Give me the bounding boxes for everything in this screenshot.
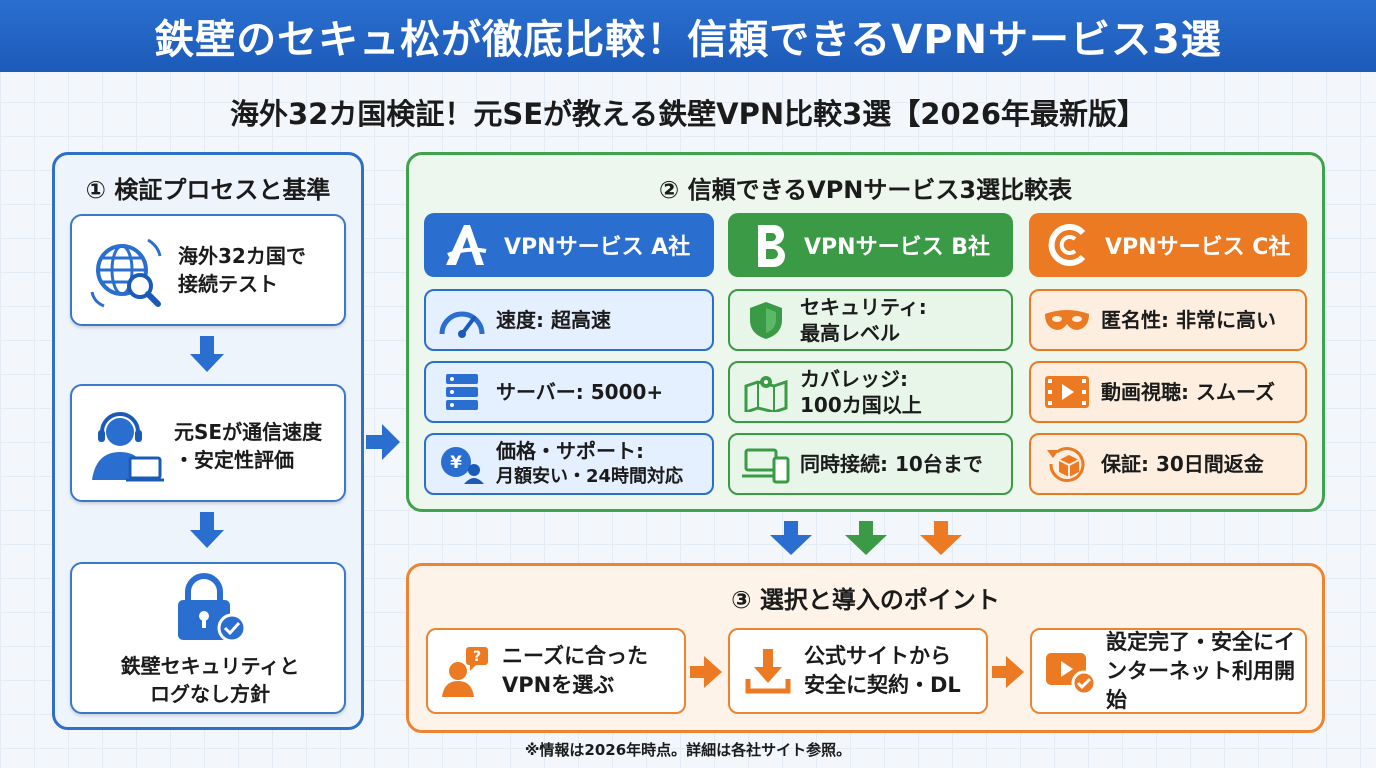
- point-step-contract: 公式サイトから 安全に契約・DL: [728, 628, 988, 714]
- service-b-feature-security: セキュリティ: 最高レベル: [728, 289, 1013, 351]
- devices-icon: [742, 448, 790, 484]
- process-step-line1: 元SEが通信速度: [174, 420, 323, 444]
- server-rack-icon: [446, 374, 478, 410]
- feature-line2: 100カ国以上: [800, 393, 922, 417]
- process-step-security-policy: 鉄壁セキュリティと ログなし方針: [70, 562, 346, 714]
- down-arrow-icon: [190, 336, 224, 376]
- process-step-connection-test: 海外32カ国で 接続テスト: [70, 214, 346, 326]
- process-step-line1: 鉄壁セキュリティと: [120, 654, 300, 678]
- service-a-feature-speed: 速度: 超高速: [424, 289, 714, 351]
- feature-line1: 同時接続: 10台まで: [800, 452, 983, 476]
- point-step-choose: ? ニーズに合った VPNを選ぶ: [426, 628, 686, 714]
- point-step-line2: VPNを選ぶ: [502, 673, 615, 697]
- points-panel-title: ③ 選択と導入のポイント: [731, 586, 1000, 614]
- process-step-line2: 接続テスト: [178, 272, 278, 296]
- process-step-line1: 海外32カ国で: [178, 244, 306, 268]
- service-c-feature-anonymity: 匿名性: 非常に高い: [1029, 289, 1307, 351]
- process-step-line2: ログなし方針: [150, 682, 270, 706]
- service-c-name: VPNサービス C社: [1105, 235, 1291, 260]
- process-step-evaluation: 元SEが通信速度 ・安定性評価: [70, 384, 346, 502]
- point-step-line2: 安全に契約・DL: [804, 673, 961, 697]
- down-arrow-icon: [190, 512, 224, 552]
- service-b-feature-connections: 同時接続: 10台まで: [728, 433, 1013, 495]
- speedometer-icon: [439, 311, 485, 338]
- globe-search-icon: [90, 238, 162, 308]
- feature-line1: セキュリティ:: [800, 295, 927, 319]
- download-icon: [745, 649, 791, 694]
- play-check-icon: [1046, 653, 1096, 696]
- service-a-name: VPNサービス A社: [504, 235, 691, 260]
- process-step-line2: ・安定性評価: [174, 448, 294, 472]
- service-b-feature-coverage: カバレッジ: 100カ国以上: [728, 361, 1013, 423]
- down-arrow-icon: [845, 521, 887, 555]
- feature-line1: カバレッジ:: [800, 367, 908, 391]
- feature-line1: 価格・サポート:: [496, 439, 644, 463]
- feature-line2: 月額安い・24時間対応: [496, 466, 684, 487]
- service-c-feature-streaming: 動画視聴: スムーズ: [1029, 361, 1307, 423]
- person-question-icon: ?: [442, 647, 488, 697]
- feature-line1: サーバー: 5000+: [496, 380, 664, 404]
- feature-line1: 速度: 超高速: [496, 308, 611, 332]
- service-a-header: VPNサービス A社: [424, 213, 714, 277]
- point-step-line1: ニーズに合った: [502, 644, 648, 668]
- svg-text:¥: ¥: [450, 453, 462, 473]
- right-arrow-icon: [992, 656, 1024, 688]
- shield-icon: [750, 302, 782, 339]
- service-a-feature-servers: サーバー: 5000+: [424, 361, 714, 423]
- page-banner: 鉄壁のセキュ松が徹底比較！信頼できるVPNサービス3選: [0, 0, 1376, 72]
- yen-support-icon: ¥: [441, 447, 484, 484]
- down-arrow-icon: [770, 521, 812, 555]
- A-logo-icon: [446, 225, 487, 265]
- service-b-header: VPNサービス B社: [728, 213, 1013, 277]
- point-step-line1: 設定完了・安全にイ: [1106, 629, 1295, 654]
- map-pin-icon: [744, 376, 788, 412]
- right-arrow-icon: [690, 656, 722, 688]
- mask-icon: [1045, 310, 1089, 330]
- page-title: 鉄壁のセキュ松が徹底比較！信頼できるVPNサービス3選: [154, 17, 1222, 63]
- video-film-icon: [1045, 376, 1089, 408]
- page-subtitle: 海外32カ国検証！元SEが教える鉄壁VPN比較3選【2026年最新版】: [229, 97, 1147, 131]
- C-logo-icon: [1048, 224, 1086, 266]
- feature-line2: 最高レベル: [800, 321, 900, 345]
- point-step-line1: 公式サイトから: [804, 644, 951, 668]
- comparison-panel-title: ② 信頼できるVPNサービス3選比較表: [658, 176, 1073, 204]
- engineer-headset-icon: [92, 412, 164, 482]
- process-panel-title: ① 検証プロセスと基準: [85, 176, 331, 204]
- refund-box-icon: [1047, 447, 1085, 482]
- service-c-feature-guarantee: 保証: 30日間返金: [1029, 433, 1307, 495]
- footnote: ※情報は2026年時点。詳細は各社サイト参照。: [524, 741, 852, 759]
- point-step-complete: 設定完了・安全にイ ンターネット利用開始: [1030, 628, 1307, 714]
- service-a-feature-price-support: ¥ 価格・サポート: 月額安い・24時間対応: [424, 433, 714, 495]
- feature-line1: 匿名性: 非常に高い: [1101, 308, 1276, 332]
- feature-line1: 保証: 30日間返金: [1101, 452, 1264, 476]
- svg-text:?: ?: [473, 649, 481, 665]
- B-logo-icon: [758, 225, 785, 267]
- padlock-check-icon: [178, 573, 247, 643]
- right-arrow-icon: [366, 424, 400, 460]
- service-c-header: VPNサービス C社: [1029, 213, 1307, 277]
- feature-line1: 動画視聴: スムーズ: [1101, 380, 1275, 404]
- service-b-name: VPNサービス B社: [804, 235, 990, 260]
- down-arrow-icon: [920, 521, 962, 555]
- point-step-line2: ンターネット利用開始: [1106, 658, 1295, 712]
